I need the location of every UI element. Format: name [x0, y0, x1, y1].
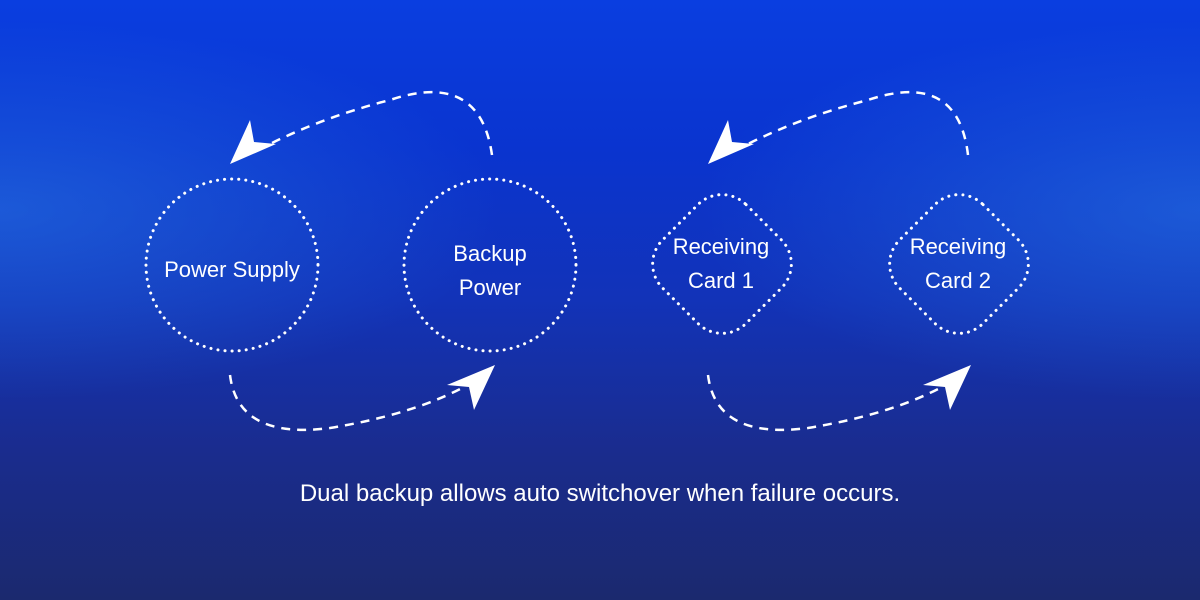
arrow-backup-to-power-line	[261, 91, 494, 156]
receiving-card-1-label-line1: Receiving	[673, 234, 770, 259]
arrow-card2-to-card1-head	[708, 120, 754, 164]
arrow-power-to-backup-head	[447, 365, 495, 410]
backup-power-node	[402, 177, 578, 353]
arrow-card1-to-card2-line	[706, 374, 941, 432]
backup-power-label-line1: Backup	[453, 241, 526, 266]
receiving-card-2-label-line2: Card 2	[925, 268, 991, 293]
power-supply-node	[144, 177, 320, 353]
backup-power-label-line2: Power	[459, 275, 521, 300]
receiving-card-1-node	[651, 193, 793, 335]
caption-text: Dual backup allows auto switchover when …	[299, 480, 901, 507]
power-supply-label: Power Supply	[164, 257, 300, 282]
receiving-card-2-label-line1: Receiving	[910, 234, 1007, 259]
arrow-power-to-backup-line	[228, 374, 463, 432]
receiving-group: Receiving Card 1 Receiving Card 2	[651, 91, 1030, 432]
arrow-backup-to-power-head	[230, 120, 276, 164]
receiving-card-1-label-line2: Card 1	[688, 268, 754, 293]
power-group: Power Supply Backup Power	[144, 91, 578, 432]
arrow-card1-to-card2-head	[923, 365, 971, 410]
receiving-card-2-node	[888, 193, 1030, 335]
arrow-card2-to-card1-line	[739, 91, 970, 156]
